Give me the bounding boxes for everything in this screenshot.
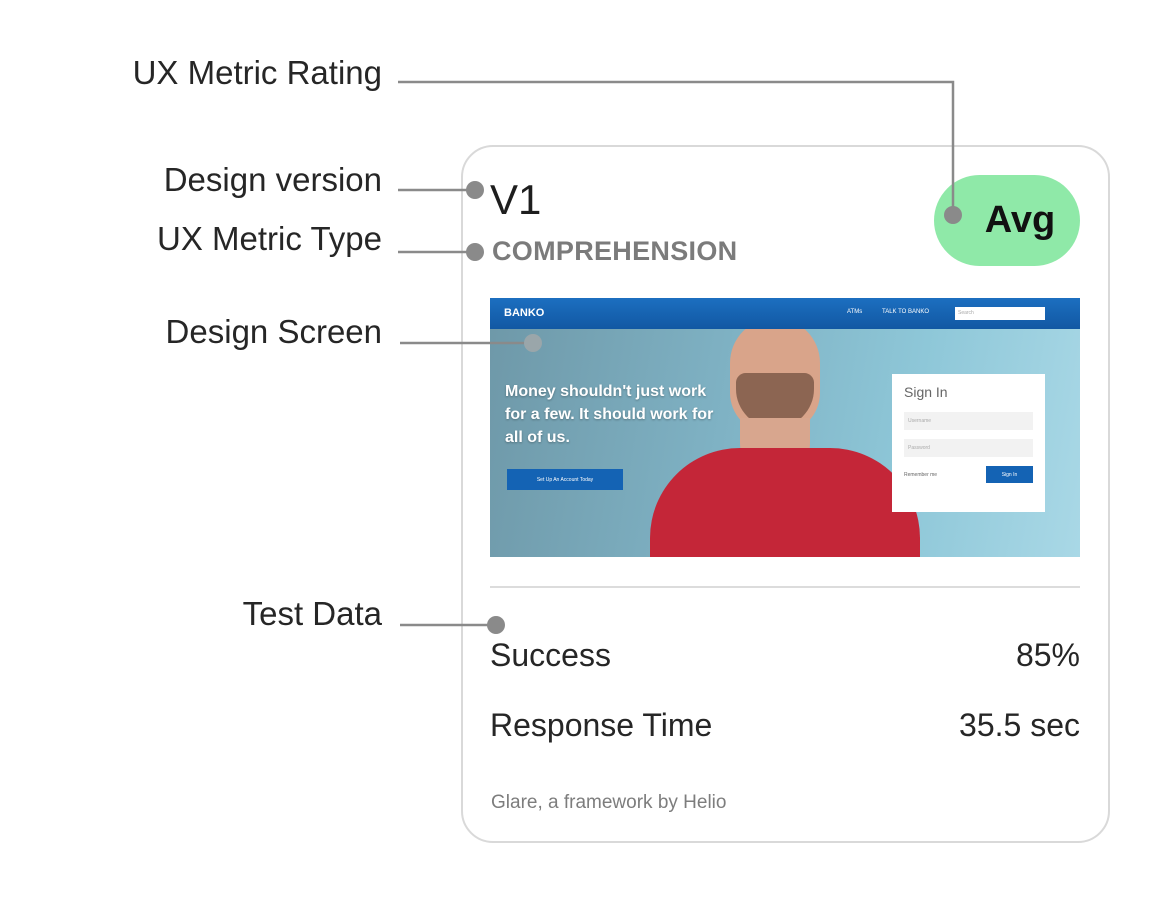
design-screen: BANKO ATMs TALK TO BANKO Search Money sh… <box>490 298 1080 557</box>
metric-row-success: Success 85% <box>490 637 1080 674</box>
annotation-rating: UX Metric Rating <box>132 54 382 91</box>
annotation-test-data: Test Data <box>242 595 382 632</box>
card-footer: Glare, a framework by Helio <box>491 792 727 813</box>
screen-nav-talk: TALK TO BANKO <box>882 309 930 315</box>
metric-value: 85% <box>1015 637 1080 673</box>
screen-navbar: BANKO ATMs TALK TO BANKO Search <box>490 298 1080 329</box>
dot-test-data <box>487 616 505 634</box>
signin-title: Sign In <box>904 384 948 400</box>
remember-me: Remember me <box>904 471 938 478</box>
screen-headline: Money shouldn't just work for a few. It … <box>505 383 714 446</box>
dot-type <box>466 243 484 261</box>
ux-metric-card <box>461 145 1110 843</box>
metric-row-response-time: Response Time 35.5 sec <box>490 707 1080 744</box>
connector-rating <box>398 80 955 215</box>
design-version: V1 <box>490 176 542 223</box>
screen-nav-atms: ATMs <box>847 309 863 315</box>
screen-search: Search <box>955 307 1045 320</box>
annotation-type: UX Metric Type <box>157 220 382 257</box>
signin-button: Sign In <box>986 466 1033 483</box>
metric-label: Response Time <box>490 707 713 743</box>
metric-label: Success <box>490 637 611 673</box>
dot-screen <box>524 334 542 352</box>
divider <box>490 586 1080 588</box>
metric-type: COMPREHENSION <box>492 236 738 266</box>
person-shirt <box>650 448 920 557</box>
annotation-version: Design version <box>163 161 382 198</box>
screen-brand: BANKO <box>504 307 545 319</box>
username-field: Username <box>904 412 1033 430</box>
password-field: Password <box>904 439 1033 457</box>
dot-version <box>466 181 484 199</box>
metric-value: 35.5 sec <box>959 707 1080 743</box>
screen-signin-box: Sign In Username Password Remember me Si… <box>892 374 1045 512</box>
annotation-screen: Design Screen <box>165 313 382 350</box>
screen-cta: Set Up An Account Today <box>507 469 623 490</box>
dot-rating <box>944 206 962 224</box>
